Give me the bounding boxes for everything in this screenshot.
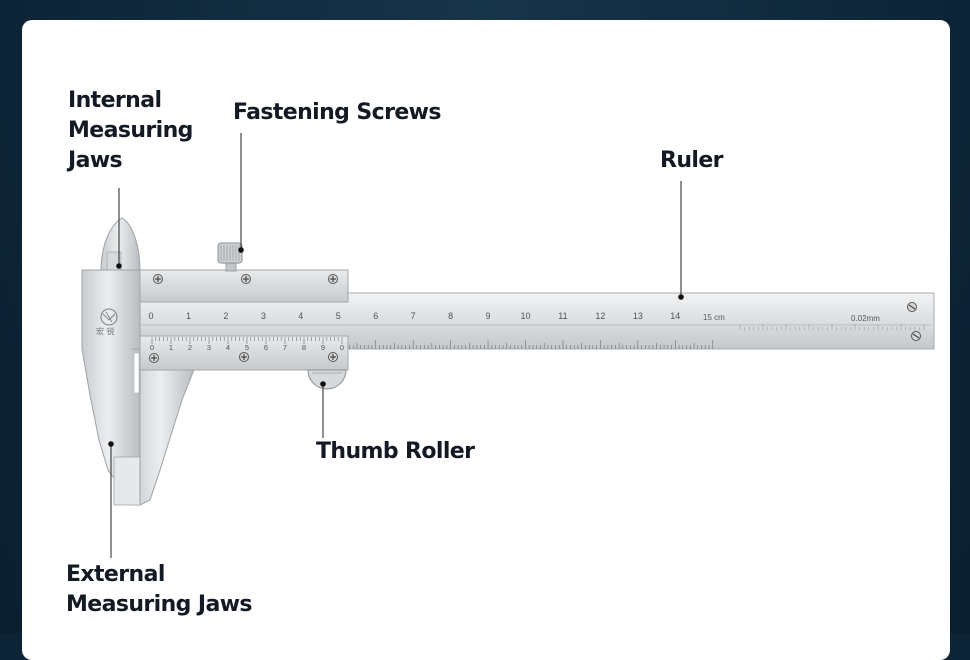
callout-fastening-screws [238,133,244,253]
main-scale-number: 11 [558,311,567,321]
fastening-screw-knob [217,242,243,272]
brand-mark: 宏 锐 [96,326,115,336]
external-measuring-jaw-fixed [113,456,141,506]
beam-end-screw-top [907,302,917,312]
external-measuring-jaw-sliding [132,348,196,506]
main-scale-number: 1 [186,311,191,321]
brand-logo [100,308,118,326]
slider-screw [328,352,338,362]
label-thumb-roller: Thumb Roller [316,439,475,464]
main-scale-number: 10 [520,311,530,321]
vernier-scale-number: 2 [188,343,192,352]
label-external-measuring-jaws: External Measuring Jaws [66,562,253,617]
unit-label: 15 cm [703,313,725,322]
callout-internal-jaws [116,188,122,269]
slider-screw [241,274,251,284]
label-internal-measuring-jaws: Internal Measuring Jaws [68,88,193,173]
main-scale-number: 6 [373,311,378,321]
label-ruler: Ruler [660,148,724,173]
main-scale-number: 7 [411,311,416,321]
main-scale-number: 5 [336,311,341,321]
beam-end-screw-bottom [911,331,921,341]
main-scale-number: 8 [448,311,453,321]
thumb-roller [307,369,347,390]
callout-external-jaws [108,441,114,558]
vernier-scale-numbers: 0 1 2 3 4 5 6 7 8 9 0 [150,343,344,352]
main-scale-number: 14 [670,311,680,321]
main-scale-number: 13 [633,311,643,321]
main-scale-number: 4 [298,311,303,321]
label-fastening-screws: Fastening Screws [233,100,441,125]
vernier-scale-number: 1 [169,343,173,352]
vernier-scale-number: 6 [264,343,268,352]
vernier-scale-number: 7 [283,343,287,352]
main-scale-number: 3 [261,311,266,321]
vernier-scale-number: 5 [245,343,249,352]
vernier-scale-number: 8 [302,343,306,352]
resolution-label: 0.02mm [851,314,880,323]
vernier-scale-number: 4 [226,343,230,352]
vernier-scale-number: 0 [340,343,344,352]
main-scale-number: 9 [486,311,491,321]
slider-screw [328,274,338,284]
callout-ruler [678,181,684,300]
main-scale-number: 2 [223,311,228,321]
main-scale-number: 0 [148,311,153,321]
vernier-scale-number: 0 [150,343,154,352]
vernier-scale-ticks [151,337,343,344]
slider-screw [239,352,249,362]
slider-screw [153,274,163,284]
vernier-scale-number: 3 [207,343,211,352]
slider-screw [149,353,159,363]
main-scale-number: 12 [595,311,605,321]
vernier-scale-number: 9 [321,343,325,352]
callout-thumb-roller [320,381,326,438]
